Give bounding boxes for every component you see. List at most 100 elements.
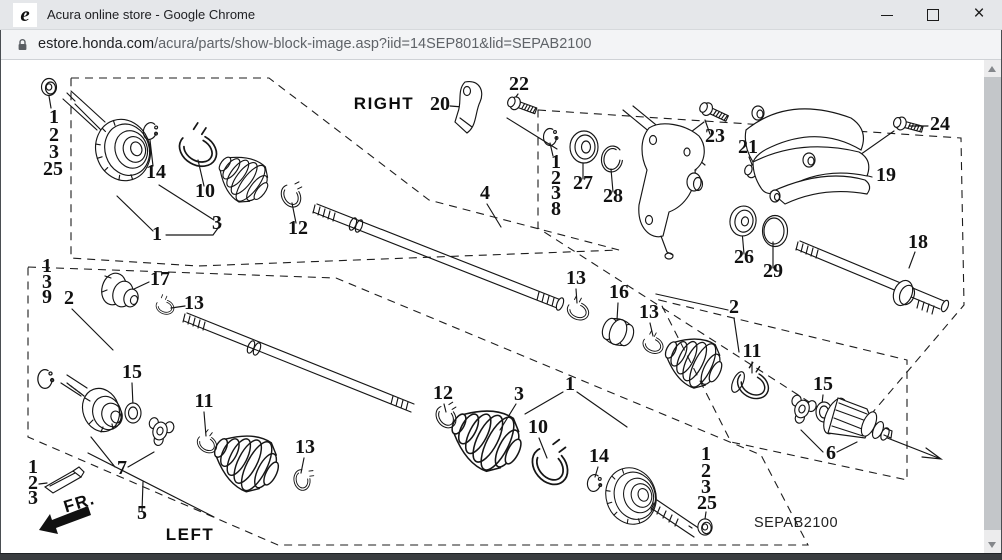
part-number-label: 19 — [876, 164, 896, 186]
scroll-up-icon — [988, 66, 996, 72]
minimize-icon — [881, 15, 893, 16]
part-number-label: 29 — [763, 260, 783, 282]
part-number-label: 27 — [573, 172, 593, 194]
part-number-label: 2 — [49, 124, 59, 146]
half-shaft-18 — [795, 240, 950, 315]
o-ring-29 — [761, 214, 789, 248]
part-number-label: 14 — [589, 445, 609, 467]
joint-housing-17 — [101, 272, 139, 308]
part-number-label: 22 — [509, 73, 529, 95]
scroll-down-icon — [988, 542, 996, 548]
part-number-label: 3 — [212, 212, 222, 234]
leader-lines — [38, 93, 929, 520]
part-number-label: 13 — [295, 436, 315, 458]
part-number-label: 2 — [64, 287, 74, 309]
part-number-label: 14 — [146, 161, 166, 183]
part-number-label: 25 — [43, 158, 63, 180]
part-number-label: 3 — [49, 141, 59, 163]
outboard-boot-3 — [207, 143, 279, 212]
part-number-label: 13 — [184, 292, 204, 314]
part-number-label: 15 — [122, 361, 142, 383]
driveshaft-4 — [312, 203, 565, 311]
part-number-label: 10 — [195, 180, 215, 202]
part-number-label: 8 — [551, 198, 561, 220]
part-number-label: 28 — [603, 185, 623, 207]
lock-icon[interactable] — [16, 38, 29, 57]
bolt-23 — [697, 99, 731, 125]
url-path: /acura/parts/show-block-image.asp?iid=14… — [154, 36, 592, 52]
bearing-27 — [569, 130, 599, 164]
orientation-label: FR. — [61, 489, 97, 516]
part-number-label: 11 — [195, 390, 214, 412]
orientation-label: LEFT — [166, 525, 215, 544]
part-number-label: 1 — [565, 373, 575, 395]
right-outboard-joint — [62, 90, 159, 189]
part-number-label: 6 — [826, 442, 836, 464]
stopper-ring-15-a — [124, 402, 142, 424]
url-domain: estore.honda.com — [38, 36, 155, 52]
part-number-label: 13 — [566, 267, 586, 289]
maximize-button[interactable] — [910, 0, 956, 30]
part-number-label: 1 — [49, 106, 59, 128]
boot-band-10-b — [524, 438, 576, 493]
parts-diagram: 1232514103112202241238272823212419262918… — [27, 73, 965, 546]
inboard-housing-right — [823, 397, 893, 441]
part-number-label: 26 — [734, 246, 754, 268]
title-bar: e Acura online store - Google Chrome × — [0, 0, 1002, 30]
circlip-8 — [542, 127, 559, 147]
part-number-label: 1 — [28, 456, 38, 478]
part-number-label: 23 — [705, 125, 725, 147]
part-number-label: 2 — [701, 460, 711, 482]
part-number-label: 3 — [701, 476, 711, 498]
close-icon: × — [973, 3, 985, 24]
spider-set-6 — [784, 393, 819, 428]
bottom-outboard-joint — [598, 460, 701, 538]
scroll-up-button[interactable] — [984, 60, 1001, 77]
part-number-label: 15 — [813, 373, 833, 395]
minimize-button[interactable] — [864, 0, 910, 30]
window-border-left — [0, 30, 1, 553]
taskbar-strip — [0, 553, 1002, 560]
part-number-label: 3 — [514, 383, 524, 405]
fr-direction-arrow — [39, 506, 91, 534]
set-ring-9 — [37, 369, 55, 389]
inboard-boot-2 — [655, 325, 731, 397]
part-number-label: 24 — [930, 113, 950, 135]
part-number-label: 17 — [150, 268, 170, 290]
part-number-label: 3 — [42, 271, 52, 293]
left-shaft — [182, 312, 415, 413]
band-13-a — [559, 291, 597, 330]
left-inboard-boot — [203, 420, 289, 502]
part-number-label: 3 — [551, 182, 561, 204]
maximize-icon — [927, 9, 939, 21]
vertical-scrollbar[interactable] — [984, 60, 1001, 553]
scrollbar-thumb[interactable] — [984, 77, 1001, 530]
seal-26 — [727, 203, 759, 239]
part-number-label: 2 — [551, 167, 561, 189]
left-inboard-joint — [60, 374, 123, 433]
mount-bracket-20 — [454, 80, 483, 134]
boot-band-10 — [165, 116, 230, 183]
part-number-label: 12 — [433, 382, 453, 404]
close-button[interactable]: × — [956, 0, 1002, 30]
part-number-label: 7 — [117, 457, 127, 479]
part-number-label: 21 — [738, 136, 758, 158]
dynamic-damper-16 — [598, 313, 638, 351]
bearing-support-bracket — [638, 123, 705, 260]
spindle-nut-bottom — [697, 518, 713, 536]
part-number-label: 16 — [609, 281, 629, 303]
drawing-code-label: SEPAB2100 — [754, 515, 838, 531]
part-number-label: 3 — [28, 487, 38, 509]
scroll-down-button[interactable] — [984, 536, 1001, 553]
part-number-label: 25 — [697, 492, 717, 514]
boot-band-12 — [273, 177, 309, 214]
part-number-label: 1 — [701, 443, 711, 465]
url-text[interactable]: estore.honda.com/acura/parts/show-block-… — [38, 30, 592, 59]
part-number-label: 1 — [152, 223, 162, 245]
part-number-label: 18 — [908, 231, 928, 253]
address-bar: estore.honda.com/acura/parts/show-block-… — [0, 30, 1002, 60]
